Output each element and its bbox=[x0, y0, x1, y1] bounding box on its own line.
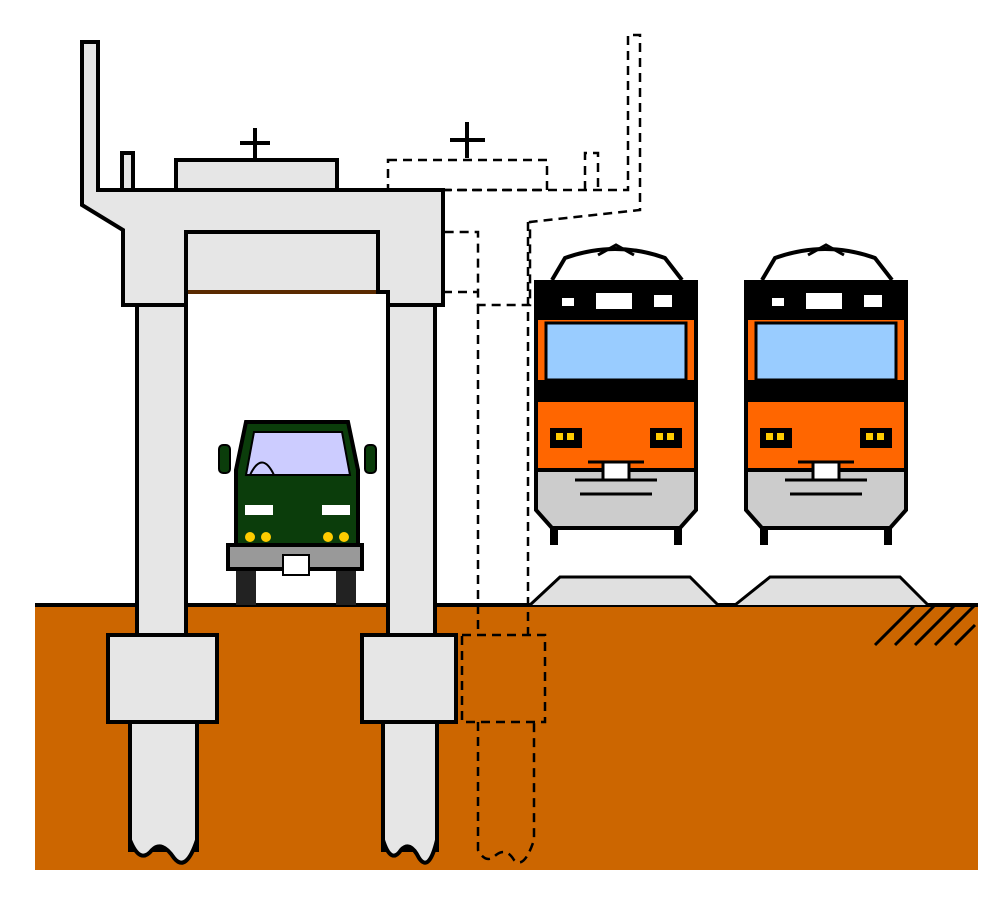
existing-rigid-frame-pier bbox=[80, 40, 458, 865]
left-pile bbox=[128, 718, 199, 852]
truck-mirror-left bbox=[218, 444, 231, 474]
left-column bbox=[135, 298, 188, 637]
ballast-right bbox=[734, 575, 930, 607]
right-footing bbox=[360, 633, 458, 724]
train-left bbox=[534, 243, 698, 545]
right-pile-tip bbox=[381, 839, 439, 865]
planned-structure-outline bbox=[386, 33, 642, 864]
left-footing bbox=[106, 633, 219, 724]
truck bbox=[218, 420, 377, 605]
truck-windshield bbox=[244, 431, 352, 476]
track-slab bbox=[174, 158, 339, 192]
train-right bbox=[744, 243, 908, 547]
left-pile-tip bbox=[128, 839, 199, 865]
train-window bbox=[544, 321, 688, 382]
right-column bbox=[386, 298, 437, 637]
ballast-left bbox=[528, 575, 720, 607]
ground-hatch bbox=[873, 603, 977, 647]
beam-soffit bbox=[184, 230, 380, 294]
small-parapet bbox=[120, 151, 135, 192]
centerline-mark-icon bbox=[240, 128, 270, 160]
right-pile bbox=[381, 718, 439, 852]
license-plate bbox=[282, 554, 310, 576]
truck-mirror-right bbox=[364, 444, 377, 474]
